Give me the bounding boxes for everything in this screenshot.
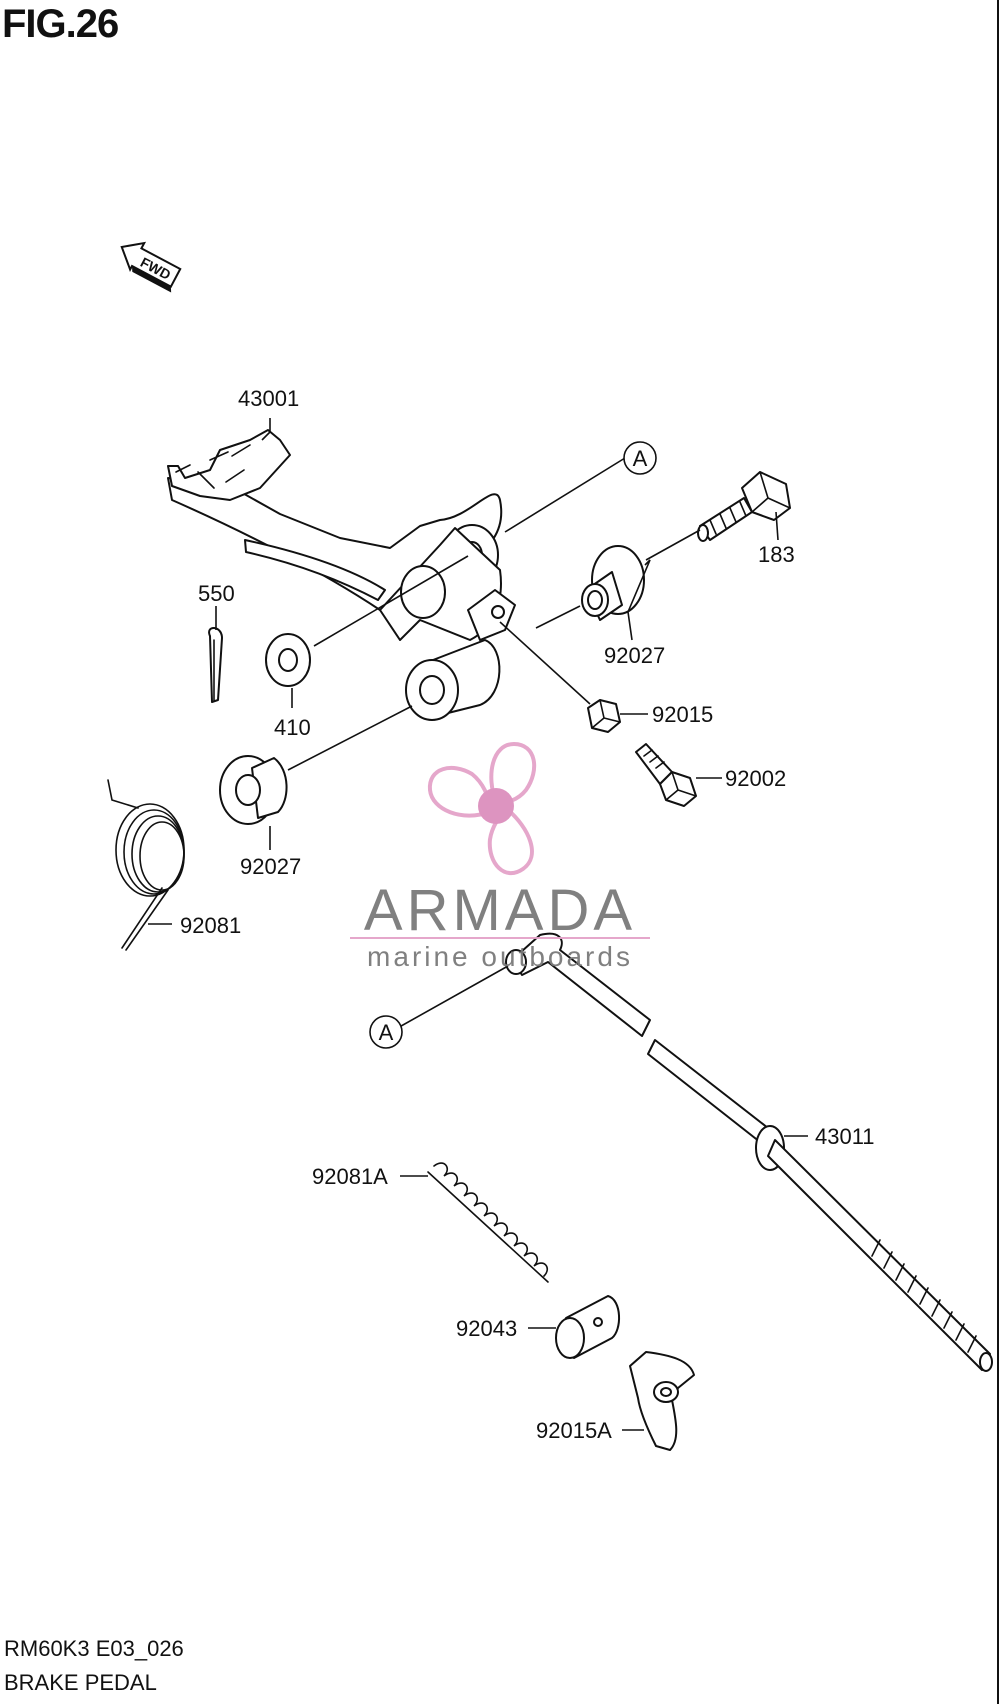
figure-title: FIG.26 (2, 2, 119, 46)
armada-watermark: ARMADA marine outboards (350, 741, 650, 972)
label-92015A: 92015A (536, 1418, 612, 1443)
label-550: 550 (198, 581, 235, 606)
footer-code: RM60K3 E03_026 (4, 1636, 184, 1661)
callout-a-lower-label: A (379, 1020, 394, 1045)
part-92015A-wing-nut (629, 1351, 695, 1451)
label-92081: 92081 (180, 913, 241, 938)
callout-a-lower: A (369, 1015, 403, 1049)
label-92002: 92002 (725, 766, 786, 791)
label-43011: 43011 (815, 1124, 875, 1149)
part-43011-brake-rod (505, 932, 993, 1372)
label-92027-upper: 92027 (604, 643, 665, 668)
propeller-logo-icon (427, 741, 536, 876)
watermark-brand: ARMADA (364, 878, 636, 943)
label-43001: 43001 (238, 386, 299, 411)
part-92015-nut (587, 699, 621, 733)
part-410-washer (265, 633, 311, 687)
part-92027-upper-bushing (581, 545, 645, 621)
leader-lines (148, 418, 808, 1431)
callout-a-upper-label: A (633, 446, 648, 471)
label-92015: 92015 (652, 702, 713, 727)
label-92081A: 92081A (312, 1164, 388, 1189)
watermark-tagline: marine outboards (367, 941, 633, 972)
part-43001-brake-pedal (167, 429, 516, 721)
label-92027-lower: 92027 (240, 854, 301, 879)
part-92081-torsion-spring (107, 779, 185, 951)
label-183: 183 (758, 542, 795, 567)
label-410: 410 (274, 715, 311, 740)
part-550-cotter-pin (208, 627, 223, 703)
fwd-arrow-icon: FWD (120, 241, 182, 293)
part-183-bolt (697, 471, 791, 542)
footer-caption: BRAKE PEDAL (4, 1670, 157, 1695)
label-92043: 92043 (456, 1316, 517, 1341)
callout-a-upper: A (623, 441, 657, 475)
part-92081A-compression-spring (427, 1162, 549, 1283)
part-92027-lower-bushing (219, 755, 288, 825)
part-92043-collar (555, 1295, 620, 1359)
part-92002-bolt (635, 743, 697, 807)
